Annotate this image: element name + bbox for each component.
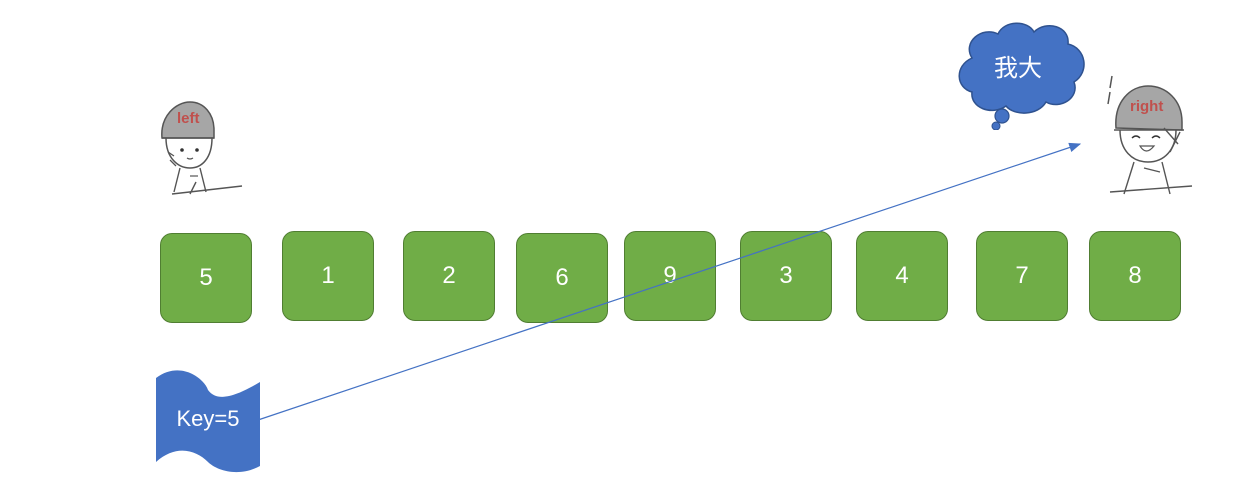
array-cell: 4 [856, 231, 948, 321]
array-cell: 8 [1089, 231, 1181, 321]
array-cell: 1 [282, 231, 374, 321]
left-pointer-label: left [177, 110, 200, 127]
array-cell: 2 [403, 231, 495, 321]
array-cell: 3 [740, 231, 832, 321]
array-cell: 5 [160, 233, 252, 323]
key-flag-text: Key=5 [176, 406, 240, 431]
array-cell: 7 [976, 231, 1068, 321]
right-soldier-figure [1107, 75, 1193, 195]
speech-cloud-text: 我大 [994, 55, 1042, 82]
key-flag-shape [156, 370, 260, 473]
right-pointer-label: right [1130, 98, 1164, 115]
array-cell: 9 [624, 231, 716, 321]
speech-cloud [958, 22, 1085, 130]
array-cell: 6 [516, 233, 608, 323]
left-soldier-figure [161, 101, 243, 195]
